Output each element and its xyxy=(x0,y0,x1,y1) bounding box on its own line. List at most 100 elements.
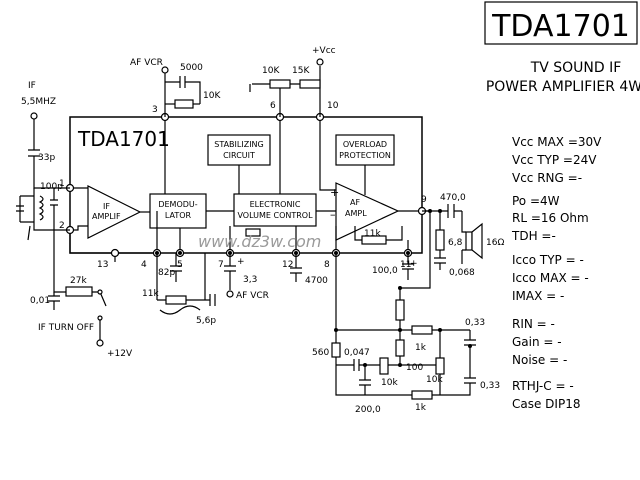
cap-033-top-label: 0,33 xyxy=(465,318,485,328)
res-15k xyxy=(299,79,321,89)
res-11k-label: 11k xyxy=(142,289,159,299)
cap-0068-label: 0,068 xyxy=(449,268,475,278)
pot-10k-label: 10K xyxy=(262,66,280,76)
wire-if-inputs xyxy=(70,187,88,231)
cap-033-b-label: 0,33 xyxy=(480,381,500,391)
speaker-body xyxy=(465,231,473,251)
title: TDA1701 xyxy=(491,9,630,44)
res-10k-b xyxy=(435,357,445,375)
if-freq-label: 5,5MHZ xyxy=(21,97,56,107)
speaker-label: 16Ω xyxy=(486,238,504,248)
af-vcr-top-terminal xyxy=(161,66,169,74)
if-tank-ground xyxy=(27,225,31,241)
watermark: www.dz3w.com xyxy=(198,232,321,251)
wire-pot xyxy=(249,66,321,117)
spec-noise: Noise = - xyxy=(512,353,567,367)
pin-7-label: 7 xyxy=(218,260,224,270)
if-input-label: IF xyxy=(28,81,36,91)
res-100-label: 100 xyxy=(406,363,423,373)
if-turnoff-wire xyxy=(53,230,66,293)
evc-label-1: ELECTRONIC xyxy=(250,200,301,209)
speaker-wire xyxy=(461,211,466,264)
if-input-terminal xyxy=(30,112,38,120)
fb-wire-low xyxy=(335,330,476,396)
cap-5000-label: 5000 xyxy=(180,63,203,73)
res-1k-a xyxy=(411,325,433,335)
res-fb-top xyxy=(395,299,405,321)
demod-label-2: LATOR xyxy=(165,211,192,220)
res-10k-b-label: 10k xyxy=(426,375,443,385)
cap-001 xyxy=(48,292,60,310)
cap-0047-label: 0,047 xyxy=(344,348,370,358)
cap-4700 xyxy=(290,253,302,282)
stab-label-2: CIRCUIT xyxy=(223,151,255,160)
af-minus: – xyxy=(330,208,336,221)
pin-3-label: 3 xyxy=(152,105,158,115)
stab-label-1: STABILIZING xyxy=(214,140,264,149)
cap-56p xyxy=(205,294,216,306)
demod-label-1: DEMODU- xyxy=(158,200,197,209)
res-15k-label: 15K xyxy=(292,66,310,76)
cap-82p xyxy=(170,253,182,282)
res-68-label: 6,8 xyxy=(448,238,463,248)
res-100 xyxy=(395,339,405,357)
spec-case: Case DIP18 xyxy=(512,397,580,411)
spec-po: Po =4W xyxy=(512,194,560,208)
cap-56p-label: 5,6p xyxy=(196,316,216,326)
ovl-label-2: PROTECTION xyxy=(339,151,391,160)
cap-200-label: 200,0 xyxy=(355,405,381,415)
if-tank-wire xyxy=(33,188,70,231)
pot-10k xyxy=(269,79,291,89)
spec-gain: Gain = - xyxy=(512,335,562,349)
pin-13-label: 13 xyxy=(97,260,108,270)
volume-control-block xyxy=(233,193,317,227)
cap-100p-label: 100p xyxy=(40,182,63,192)
cap-4700-label: 4700 xyxy=(305,276,328,286)
spec-vcc-typ: Vcc TYP =24V xyxy=(512,153,597,167)
pin45-wires xyxy=(156,253,206,300)
cap-33-label: 3,3 xyxy=(243,275,257,285)
v12-terminal xyxy=(96,339,104,347)
res-1k-a-label: 1k xyxy=(415,343,427,353)
if-coil xyxy=(38,195,44,221)
res-27k-label: 27k xyxy=(70,276,87,286)
pin11-plus: + xyxy=(410,259,418,269)
cap-470-label: 470,0 xyxy=(440,193,466,203)
feedback-res-label: 11k xyxy=(364,229,381,239)
res-68 xyxy=(435,229,445,251)
af-vcr-bot-terminal xyxy=(226,290,234,298)
title-box xyxy=(484,1,638,45)
pin-2-label: 2 xyxy=(59,221,65,231)
subtitle-line-2: POWER AMPLIFIER 4W xyxy=(486,79,640,95)
cap-0068 xyxy=(434,250,446,270)
subtitle-line-1: TV SOUND IF xyxy=(530,60,622,76)
spec-rl: RL =16 Ohm xyxy=(512,211,589,225)
pin-4-label: 4 xyxy=(141,260,147,270)
cap-0047 xyxy=(336,359,400,371)
spec-list: Vcc MAX =30V Vcc TYP =24V Vcc RNG =- Po … xyxy=(511,135,602,411)
cap-001-label: 0,01 xyxy=(30,296,50,306)
cap-033-top xyxy=(464,330,476,365)
evc-label-2: VOLUME CONTROL xyxy=(237,211,313,220)
spec-icco-typ: Icco TYP = - xyxy=(512,253,584,267)
pin7-plus: + xyxy=(237,257,245,267)
pin-11-label: 11 xyxy=(400,260,411,270)
cap-100-label: 100,0 xyxy=(372,266,398,276)
if-tank-cap xyxy=(16,196,24,222)
if-amplifier-block xyxy=(87,185,142,239)
res-1k-b-label: 1k xyxy=(415,403,427,413)
spec-icco-max: Icco MAX = - xyxy=(512,271,589,285)
cap-33 xyxy=(224,253,236,290)
res-10k-top xyxy=(174,99,194,109)
res-560 xyxy=(331,342,341,358)
cap-470 xyxy=(422,204,462,218)
pin-8-label: 8 xyxy=(324,260,330,270)
pin-10-label: 10 xyxy=(327,101,339,111)
res-10k-top-label: 10K xyxy=(203,91,221,101)
res-10k-a xyxy=(379,357,389,375)
res-27k xyxy=(65,286,93,297)
cap-200 xyxy=(359,365,371,395)
pin5-coil xyxy=(159,305,201,315)
cap-33p-label: 33p xyxy=(38,153,55,163)
pin-1-label: 1 xyxy=(59,179,65,189)
